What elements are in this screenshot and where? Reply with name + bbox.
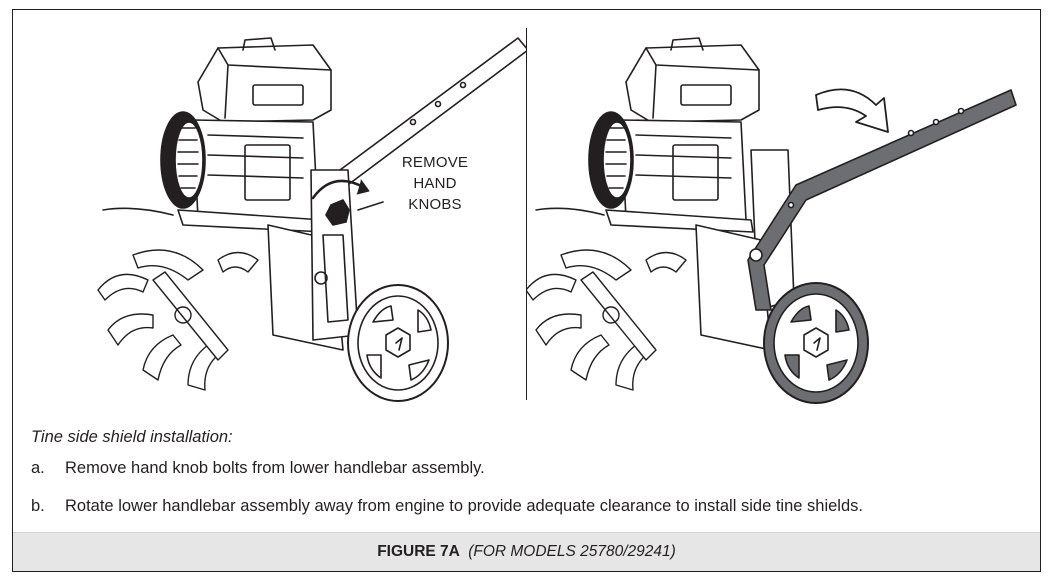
instruction-step-b: b. Rotate lower handlebar assembly away … — [31, 497, 1021, 521]
tiller-illustration-before — [97, 37, 526, 402]
callout-line-3: KNOBS — [408, 196, 462, 213]
step-letter: b. — [31, 497, 45, 515]
figure-number: FIGURE 7A — [377, 543, 460, 560]
instruction-step-a: a. Remove hand knob bolts from lower han… — [31, 459, 1021, 483]
instructions: Tine side shield installation: a. Remove… — [31, 428, 1021, 535]
panel-divider — [526, 28, 527, 400]
figure-caption-bar: FIGURE 7A (FOR MODELS 25780/29241) — [13, 532, 1040, 571]
step-text: Remove hand knob bolts from lower handle… — [65, 459, 485, 477]
callout-line-1: REMOVE — [401, 154, 469, 171]
step-letter: a. — [31, 459, 45, 477]
illustrations: REMOVE HAND KNOBS — [13, 10, 1039, 420]
remove-hand-knobs-callout: REMOVE HAND KNOBS — [385, 152, 485, 215]
tiller-illustration-after — [526, 37, 1017, 404]
figure-frame: REMOVE HAND KNOBS Tine side shield insta… — [12, 9, 1041, 572]
figure-models: (FOR MODELS 25780/29241) — [468, 543, 676, 560]
instructions-title: Tine side shield installation: — [31, 428, 233, 446]
callout-line-2: HAND — [413, 175, 457, 192]
step-text: Rotate lower handlebar assembly away fro… — [65, 497, 863, 515]
